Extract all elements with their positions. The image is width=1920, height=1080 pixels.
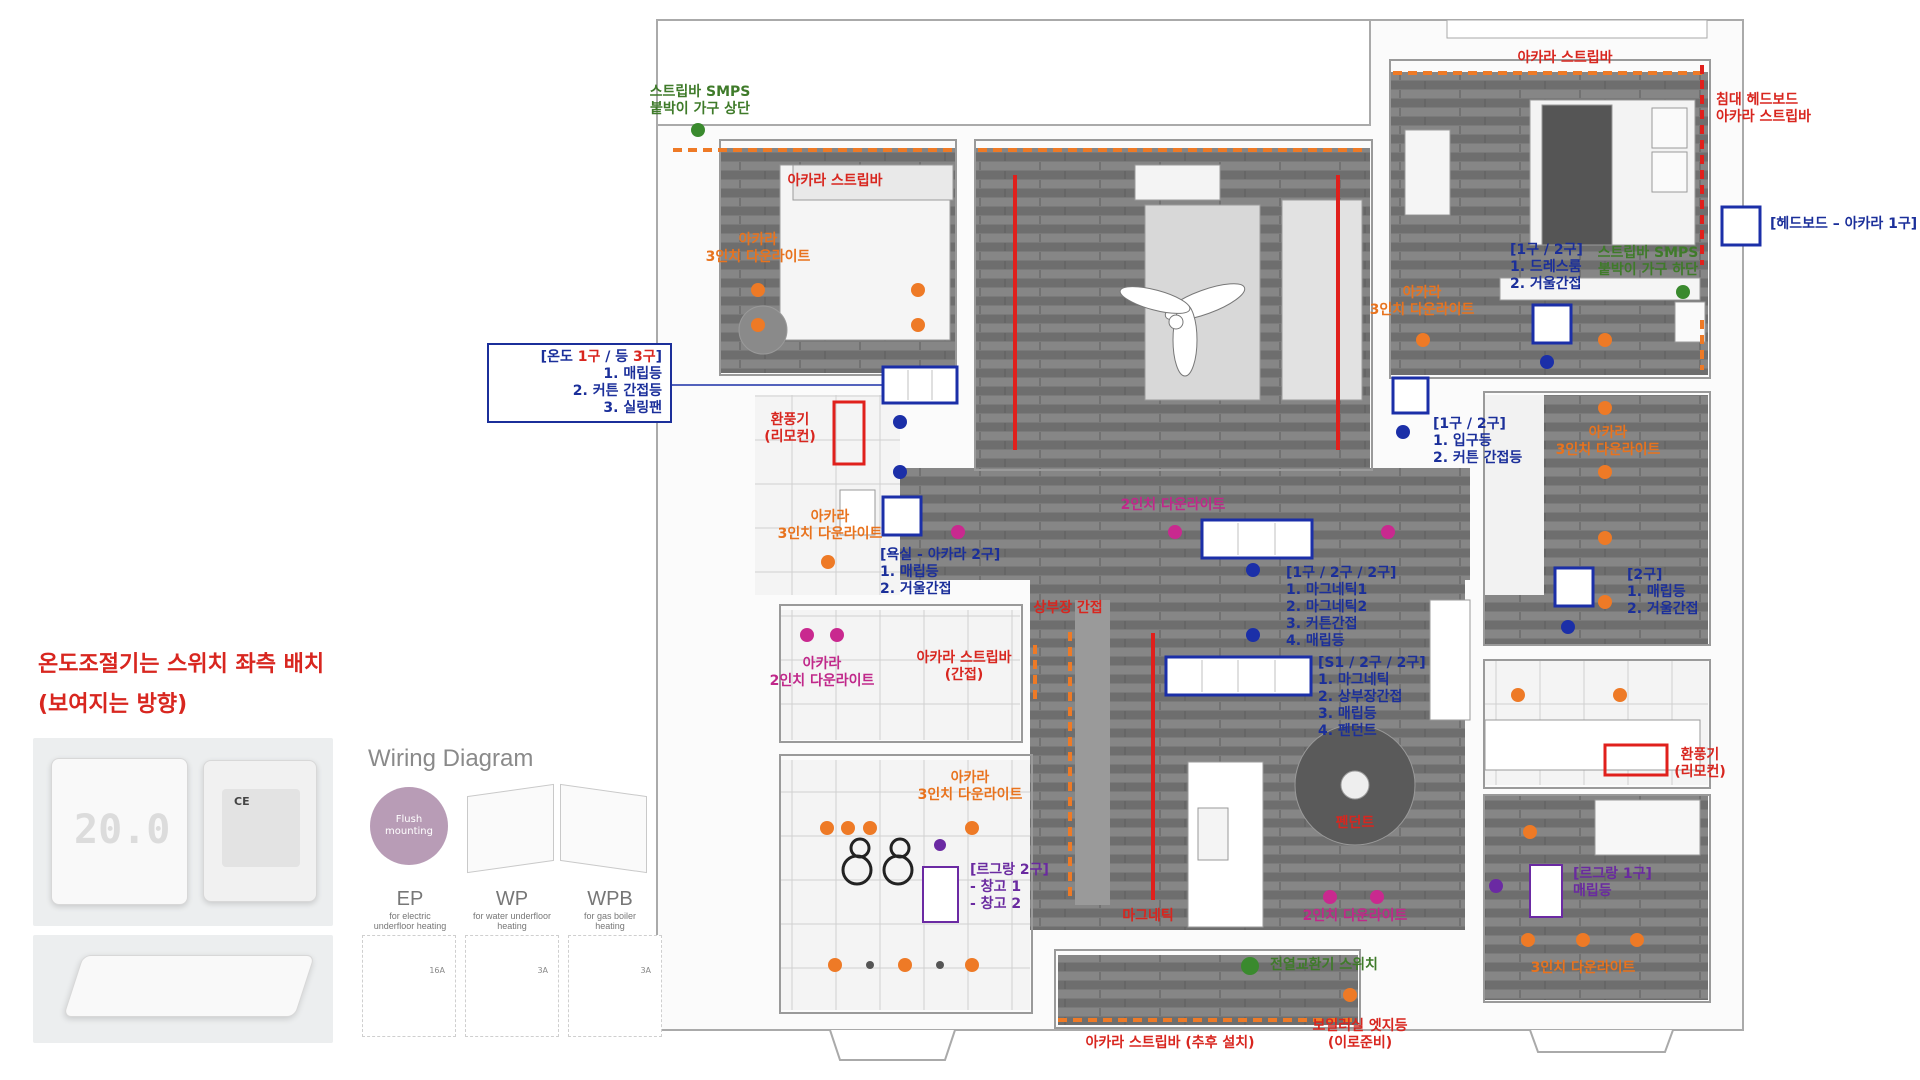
legrand-switches bbox=[922, 864, 1563, 923]
temp-switch-box: [온도 1구 / 등 3구] 1. 매립등 2. 커튼 간접등 3. 실링팬 bbox=[487, 343, 672, 423]
magnetic-lines bbox=[1013, 175, 1340, 900]
label-akara-strip-bottom: 아카라 스트립바 (추후 설치) bbox=[1085, 1035, 1255, 1051]
label-hrv-switch: 전열교환기 스위치 bbox=[1270, 957, 1378, 973]
thermostat-front: 20.0 bbox=[51, 758, 188, 905]
terminal-wp: 3A bbox=[537, 966, 548, 975]
temp-box-line1: 1. 매립등 bbox=[603, 366, 662, 382]
model-wp-code: WP bbox=[495, 888, 529, 910]
room-bottom-left bbox=[780, 610, 1020, 740]
green-markers bbox=[691, 123, 1690, 975]
purple-markers bbox=[934, 839, 1503, 893]
thermostat-back: CE bbox=[203, 760, 317, 902]
label-headboard-switch: [헤드보드 – 아카라 1구] bbox=[1770, 216, 1918, 232]
model-ep-code: EP bbox=[396, 888, 424, 910]
downlights-orange bbox=[751, 283, 1644, 1002]
bay-right bbox=[1529, 1029, 1674, 1053]
terminal-wpb: 3A bbox=[640, 966, 651, 975]
vent-left bbox=[832, 400, 866, 466]
model-wpb-code: WPB bbox=[587, 888, 633, 910]
thermostat-side-photo bbox=[33, 935, 333, 1043]
label-boiler-edge: 보일러실 엣지등(이로준비) bbox=[1312, 1018, 1408, 1051]
temp-box-line3: 3. 실링팬 bbox=[603, 400, 662, 416]
wiring-box-wp bbox=[560, 783, 647, 874]
terminal-ep: 16A bbox=[429, 966, 445, 975]
temp-box-title: [온도 1구 / 등 3구] bbox=[540, 349, 662, 365]
floor-entry-strip bbox=[1075, 600, 1110, 905]
label-akara-strip-indirect: 아카라 스트립바(간접) bbox=[916, 650, 1012, 683]
wiring-box-ep bbox=[467, 783, 554, 874]
label-2in-kitchen: 2인치 다운라이트 bbox=[1302, 908, 1408, 924]
wiring-wp: 3A bbox=[465, 935, 559, 1037]
label-cabinet-indirect: 상부장 간접 bbox=[1033, 600, 1103, 616]
blue-markers bbox=[893, 355, 1575, 642]
floor-bottom-hall bbox=[1058, 955, 1358, 1025]
label-2in-living: 2인치 다운라이트 bbox=[1120, 497, 1226, 513]
ceiling-fan bbox=[1119, 283, 1246, 377]
downlights-magenta bbox=[800, 525, 1395, 904]
label-3in-bottom: 3인치 다운라이트 bbox=[1530, 960, 1636, 976]
label-legrand-1: [르그랑 1구]매립등 bbox=[1573, 866, 1652, 899]
thermostat-brand: CE bbox=[234, 795, 250, 808]
bikes bbox=[841, 837, 914, 886]
dress-room bbox=[1484, 395, 1544, 595]
label-pendant: 펜던트 bbox=[1335, 815, 1375, 831]
label-akara-strip-room1: 아카라 스트립바 bbox=[787, 173, 883, 189]
akara-strips bbox=[673, 71, 1705, 1022]
label-legrand-2: [르그랑 2구]- 창고 1- 창고 2 bbox=[970, 862, 1049, 912]
wiring-wpb: 3A bbox=[568, 935, 662, 1037]
bay-left bbox=[829, 1029, 956, 1061]
label-akara-strip-top: 아카라 스트립바 bbox=[1517, 50, 1613, 66]
wiring-ep: 16A bbox=[362, 935, 456, 1037]
thermostat-screen: 20.0 bbox=[74, 807, 171, 853]
floor-corridor bbox=[900, 468, 1470, 580]
thermostat-module bbox=[222, 789, 300, 867]
note-line2: (보여지는 방향) bbox=[38, 692, 188, 717]
vent-right bbox=[1603, 743, 1669, 777]
wiring-title: Wiring Diagram bbox=[368, 745, 534, 772]
label-magnetic: 마그네틱 bbox=[1122, 908, 1174, 924]
label-vent-left: 환풍기(리모컨) bbox=[764, 412, 816, 445]
temp-box-line2: 2. 커튼 간접등 bbox=[572, 383, 662, 399]
thermostat-side bbox=[62, 955, 316, 1017]
thermostat-photo: 20.0 CE bbox=[33, 738, 333, 926]
label-vent-right: 환풍기(리모컨) bbox=[1674, 747, 1726, 780]
note-line1: 온도조절기는 스위치 좌측 배치 bbox=[38, 652, 325, 677]
